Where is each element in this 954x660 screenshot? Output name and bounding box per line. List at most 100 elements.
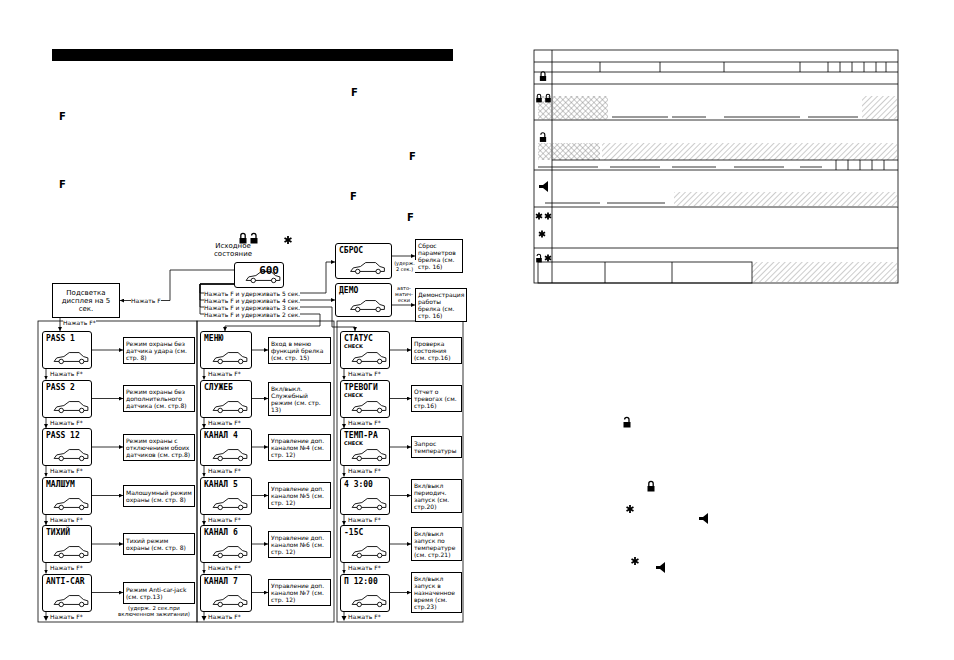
step-label: Нажать F* bbox=[50, 613, 83, 620]
panel-rect bbox=[337, 321, 463, 622]
car-sketch bbox=[350, 446, 388, 462]
rule-line bbox=[828, 62, 829, 72]
lock-body bbox=[540, 137, 546, 142]
lock-body bbox=[648, 486, 655, 492]
unlock-icon bbox=[536, 254, 542, 262]
lock-body bbox=[545, 98, 551, 102]
car-wheel bbox=[79, 359, 83, 363]
edge-label: Нажать F* bbox=[50, 419, 83, 426]
rule-line bbox=[672, 117, 706, 118]
description-box: Режим охраны без датчика удара (см. стр.… bbox=[123, 337, 195, 364]
edge-label: Нажать F* bbox=[208, 564, 241, 571]
lock-icon bbox=[536, 94, 542, 102]
car-wheel bbox=[357, 456, 361, 460]
lock-icon bbox=[545, 94, 551, 102]
lcd-text: ANTI-CAR bbox=[43, 575, 91, 586]
arrowhead bbox=[202, 616, 207, 621]
car-sketch bbox=[210, 446, 250, 462]
description-text: Проверка состояния (см. стр.16) bbox=[414, 340, 459, 361]
edge-label: Нажать F* bbox=[50, 564, 83, 571]
lock-icon bbox=[648, 481, 655, 491]
edge-label: Нажать F* bbox=[348, 516, 381, 523]
lcd-text: PASS 2 bbox=[43, 381, 91, 392]
lcd-text: КАНАЛ 6 bbox=[201, 526, 251, 537]
connector-arrow bbox=[390, 495, 411, 496]
asterisk-icon bbox=[539, 232, 545, 236]
car-wheel bbox=[218, 505, 222, 509]
description-text: Режим охраны без датчика удара (см. стр.… bbox=[126, 340, 192, 361]
lcd-display: -15С bbox=[340, 525, 390, 563]
car-sketch bbox=[350, 543, 388, 559]
lcd-display: PASS 12 bbox=[42, 428, 92, 466]
lcd-display: МЕНЮ bbox=[200, 331, 252, 369]
asterisk-icon bbox=[545, 256, 551, 260]
rule-line bbox=[848, 160, 849, 170]
connector-arrow bbox=[344, 466, 345, 477]
rule-line bbox=[610, 167, 660, 168]
car-sketch bbox=[52, 495, 90, 511]
description-text: Сброс параметров брелка (см. стр. 16) bbox=[418, 242, 460, 270]
car-wheel bbox=[79, 456, 83, 460]
connector-arrow bbox=[92, 544, 123, 545]
asterisk-icon bbox=[632, 559, 639, 563]
connector-arrow bbox=[390, 592, 411, 593]
asterisk-icon bbox=[545, 214, 551, 218]
lock-shackle bbox=[649, 481, 653, 486]
description-box: Управление доп. каналом №7 (см. стр. 12) bbox=[268, 579, 331, 606]
car-wheel bbox=[238, 602, 242, 606]
car-wheel bbox=[377, 359, 381, 363]
rule-line bbox=[864, 62, 865, 72]
lcd-text: 600 bbox=[235, 263, 283, 277]
asterisk-icon bbox=[536, 214, 542, 218]
lcd-display: МАЛШУМ bbox=[42, 477, 92, 515]
rule-line bbox=[660, 62, 661, 72]
rule-line bbox=[552, 50, 553, 283]
car-sketch bbox=[52, 446, 90, 462]
lock-shackle bbox=[252, 233, 256, 238]
lcd-text: PASS 1 bbox=[43, 332, 91, 343]
car-sketch bbox=[210, 398, 250, 414]
connector-arrow bbox=[390, 447, 411, 448]
connector-arrow bbox=[390, 350, 411, 351]
edge-label: Нажать F* bbox=[63, 319, 96, 326]
edge-label: Нажать F bbox=[131, 297, 161, 304]
description-box: Режим охраны с отключением обоих датчико… bbox=[123, 434, 195, 461]
rule-line bbox=[734, 167, 784, 168]
connector-arrow bbox=[46, 515, 47, 526]
car-wheel bbox=[357, 553, 361, 557]
connector-arrow bbox=[204, 563, 205, 574]
description-box: Вкл/выкл запуск в назначенное время (см.… bbox=[411, 572, 462, 613]
rule-line bbox=[600, 62, 601, 72]
panel-rect bbox=[538, 262, 752, 283]
key-letter: F bbox=[351, 87, 358, 98]
car-wheel bbox=[238, 408, 242, 412]
description-box: Отчет о тревогах (см. стр.16) bbox=[411, 385, 462, 412]
connector-arrow bbox=[200, 284, 320, 331]
connector-arrow bbox=[392, 305, 415, 306]
description-box: Малошумный режим охраны (см. стр. 8) bbox=[123, 485, 195, 507]
lock-shackle bbox=[537, 94, 541, 98]
connector-arrow bbox=[204, 369, 205, 380]
connector-arrow bbox=[344, 563, 345, 574]
lcd-display: ANTI-CAR bbox=[42, 574, 92, 612]
lcd-display: 4 3:00 bbox=[340, 477, 390, 515]
connector-arrow bbox=[344, 369, 345, 380]
connector-arrow bbox=[200, 262, 335, 293]
description-text: Вкл/выкл периодич. запуск (см. стр.20) bbox=[414, 482, 459, 510]
rule-line bbox=[800, 167, 822, 168]
connector-arrow bbox=[92, 447, 123, 448]
edge-label: Нажать F* bbox=[348, 467, 381, 474]
lcd-text: П 12:00 bbox=[341, 575, 389, 586]
rule-line bbox=[605, 262, 606, 283]
rule-line bbox=[860, 160, 861, 170]
rule-line bbox=[534, 248, 898, 249]
description-text: Вкл/выкл запуск по температуре (см. стр.… bbox=[414, 530, 459, 558]
lcd-display: КАНАЛ 6 bbox=[200, 525, 252, 563]
lcd-text: PASS 12 bbox=[43, 429, 91, 440]
car-wheel bbox=[251, 278, 255, 282]
edge-label: Нажать F* bbox=[348, 370, 381, 377]
state-heading: Исходное состояние bbox=[197, 242, 269, 258]
connector-arrow bbox=[390, 398, 411, 399]
description-text: Малошумный режим охраны (см. стр. 8) bbox=[126, 489, 192, 503]
car-sketch bbox=[52, 592, 90, 608]
